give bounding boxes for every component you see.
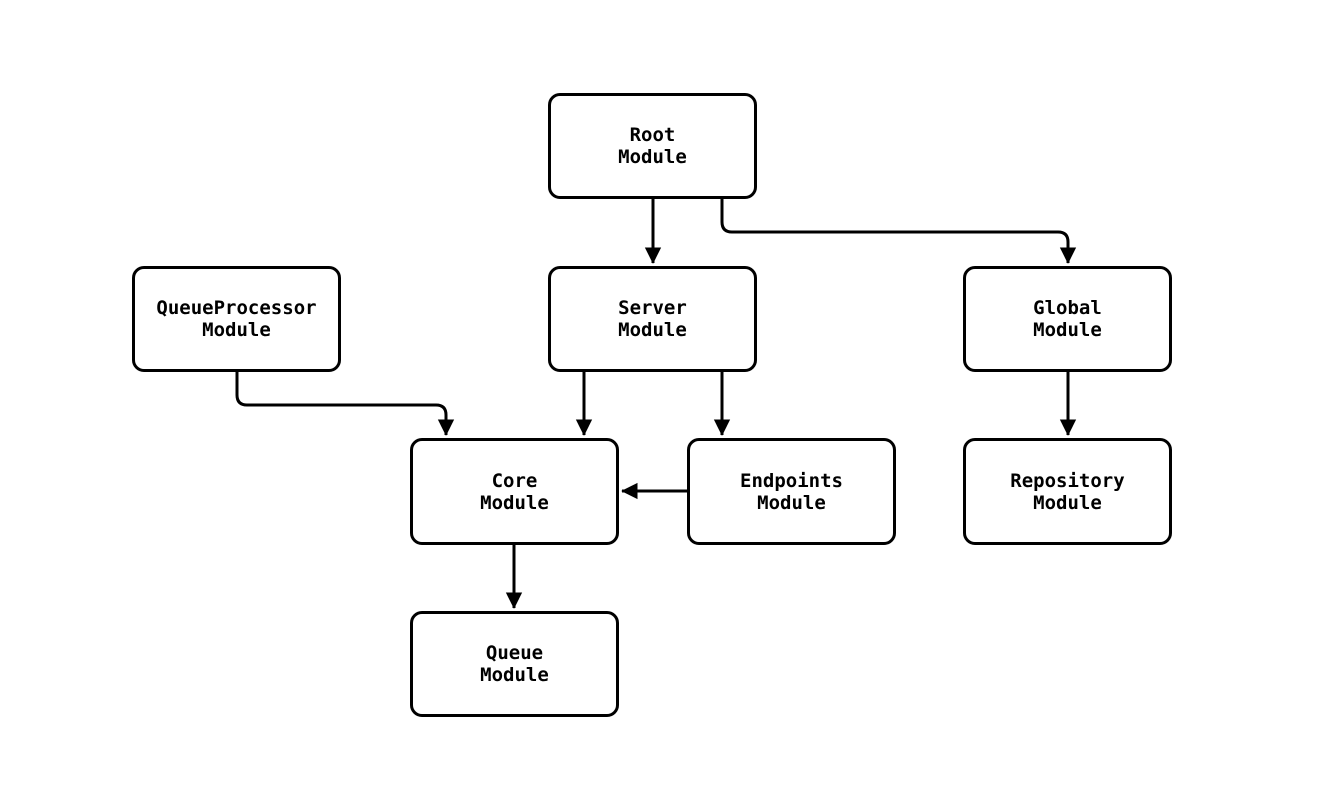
node-server-label-line: Module	[618, 319, 687, 341]
node-global-label-line: Global	[1033, 297, 1102, 319]
node-repository-label-line: Repository	[1010, 469, 1125, 492]
edge-root-to-global	[720, 198, 1077, 264]
node-queue-label-line: Queue	[485, 642, 544, 664]
node-repository-label-line: Module	[1033, 491, 1102, 514]
node-endpoints-label-line: Module	[757, 491, 826, 514]
node-queue-label-line: Module	[480, 664, 549, 686]
node-root-label-line: Root	[629, 124, 676, 146]
edge-queueprocessor-to-core	[235, 372, 455, 436]
node-endpoints-label-line: Endpoints	[740, 469, 843, 492]
node-queueprocessor-label-line: Module	[202, 319, 271, 341]
edge-group	[235, 198, 1077, 609]
node-core-label-line: Core	[491, 469, 538, 492]
node-core-label-line: Module	[480, 491, 549, 514]
node-queueprocessor-label-line: QueueProcessor	[156, 297, 317, 319]
node-server-label-line: Server	[618, 297, 687, 319]
node-root-label-line: Module	[618, 146, 687, 168]
node-global-label-line: Module	[1033, 319, 1102, 341]
